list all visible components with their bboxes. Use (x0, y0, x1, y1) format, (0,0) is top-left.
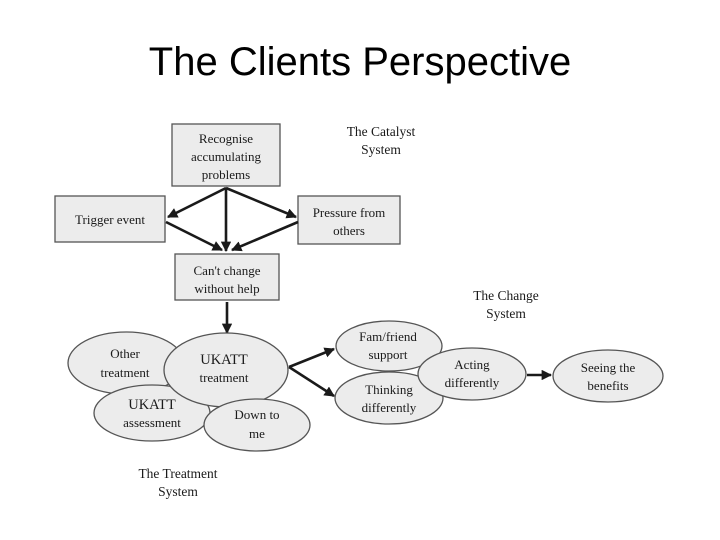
catalyst-system-line-2: System (361, 142, 401, 157)
box-recognise-line-2: accumulating (191, 149, 262, 164)
ellipse-down-to-me-line-2: me (249, 426, 265, 441)
catalyst-system-line-1: The Catalyst (347, 124, 416, 139)
ellipse-ukatt-treatment-line-1: UKATT (200, 352, 248, 368)
arrow-to-fam-friend (288, 347, 335, 369)
ellipse-fam-friend-line-2: support (369, 347, 408, 362)
ellipse-fam-friend: Fam/friend support (335, 320, 443, 372)
ellipse-thinking-line-2: differently (362, 400, 417, 415)
ellipse-thinking-line-1: Thinking (365, 382, 413, 397)
box-cant-change-line-2: without help (194, 281, 259, 296)
ellipse-thinking: Thinking differently (334, 371, 444, 425)
box-trigger-line-1: Trigger event (75, 212, 145, 227)
ellipse-acting-line-2: differently (445, 375, 500, 390)
arrow-to-pressure (225, 186, 297, 219)
ellipse-acting-line-1: Acting (454, 357, 490, 372)
arrow-pressure-to-cant-change (231, 220, 299, 252)
ellipse-ukatt-assessment: UKATT assessment (93, 384, 211, 442)
change-system-line-2: System (486, 306, 526, 321)
slide-title: The Clients Perspective (148, 40, 572, 84)
ellipse-seeing-line-2: benefits (587, 378, 628, 393)
ellipse-fam-friend-line-1: Fam/friend (359, 329, 417, 344)
treatment-system-line-1: The Treatment (138, 466, 217, 481)
ellipse-acting: Acting differently (417, 347, 527, 401)
ellipse-down-to-me-line-1: Down to (234, 407, 279, 422)
ellipse-other-treatment-line-1: Other (110, 346, 140, 361)
change-system-label: The Change System (473, 288, 539, 321)
treatment-system-line-2: System (158, 484, 198, 499)
treatment-system-label: The Treatment System (138, 466, 217, 499)
catalyst-system-label: The Catalyst System (347, 124, 416, 157)
ellipse-seeing-line-1: Seeing the (581, 360, 636, 375)
box-recognise-line-1: Recognise (199, 131, 253, 146)
ellipse-seeing: Seeing the benefits (552, 349, 664, 403)
ellipse-down-to-me: Down to me (203, 398, 311, 452)
arrow-trigger-to-cant-change (165, 220, 223, 252)
box-recognise-line-3: problems (202, 167, 250, 182)
box-pressure: Pressure from others (297, 195, 401, 245)
box-recognise: Recognise accumulating problems (171, 123, 281, 187)
change-system-line-1: The Change (473, 288, 539, 303)
ellipse-ukatt-assessment-line-1: UKATT (128, 397, 176, 413)
box-cant-change: Can't change without help (174, 253, 280, 301)
ellipse-other-treatment-line-2: treatment (100, 365, 149, 380)
ellipse-ukatt-treatment-line-2: treatment (199, 370, 248, 385)
arrow-to-thinking (288, 365, 335, 398)
ellipse-ukatt-treatment: UKATT treatment (163, 332, 289, 408)
ellipse-ukatt-assessment-line-2: assessment (123, 415, 181, 430)
box-pressure-line-2: others (333, 223, 365, 238)
box-cant-change-line-1: Can't change (194, 263, 261, 278)
box-trigger: Trigger event (54, 195, 166, 243)
arrow-to-trigger (167, 186, 227, 219)
box-pressure-line-1: Pressure from (313, 205, 386, 220)
